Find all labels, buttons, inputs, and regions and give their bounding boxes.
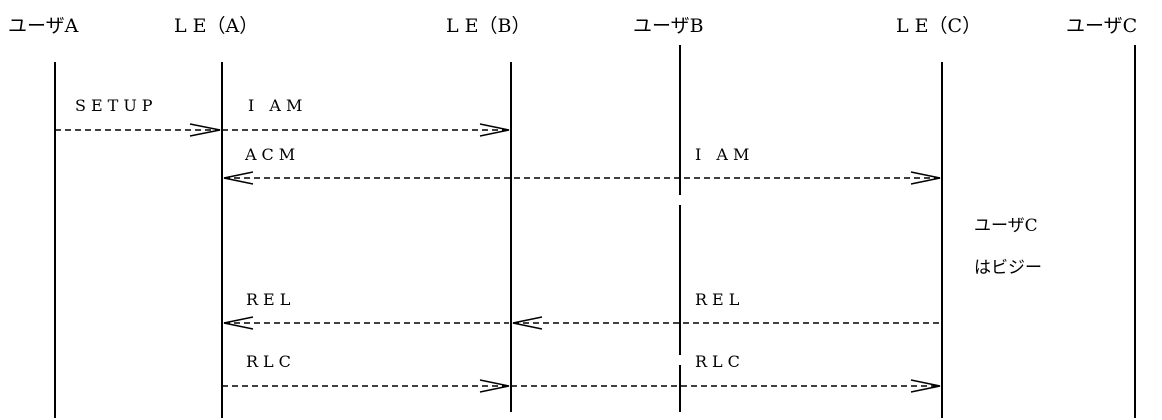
label-rel-1: REL [246,290,296,309]
note-line-2: はビジー [974,258,1042,278]
arrowhead-setup [189,123,221,137]
label-rlc-2: RLC [695,352,745,371]
label-iam-2: I AM [695,145,755,164]
note-line-1: ユーザC [974,216,1038,236]
arrowhead-rlc-1 [479,379,510,393]
arrowhead-rlc-2 [910,379,941,393]
entity-le-a: L E（A） [174,15,259,37]
label-setup: SETUP [75,96,158,115]
entity-le-c: L E（C） [896,15,982,37]
arrowhead-rel-1 [223,316,254,330]
arrowhead-iam-2 [910,171,941,185]
entity-le-b: L E（B） [446,15,531,37]
entity-user-c: ユーザC [1066,15,1138,37]
arrowhead-acm [223,171,254,185]
label-rel-2: REL [695,290,745,309]
label-rlc-1: RLC [246,352,296,371]
arrowhead-rel-2 [512,316,543,330]
entity-user-b: ユーザB [633,15,704,37]
arrowhead-iam-1 [479,123,510,137]
label-acm: ACM [245,145,301,164]
entity-user-a: ユーザA [8,15,79,37]
label-iam-1: I AM [248,96,308,115]
